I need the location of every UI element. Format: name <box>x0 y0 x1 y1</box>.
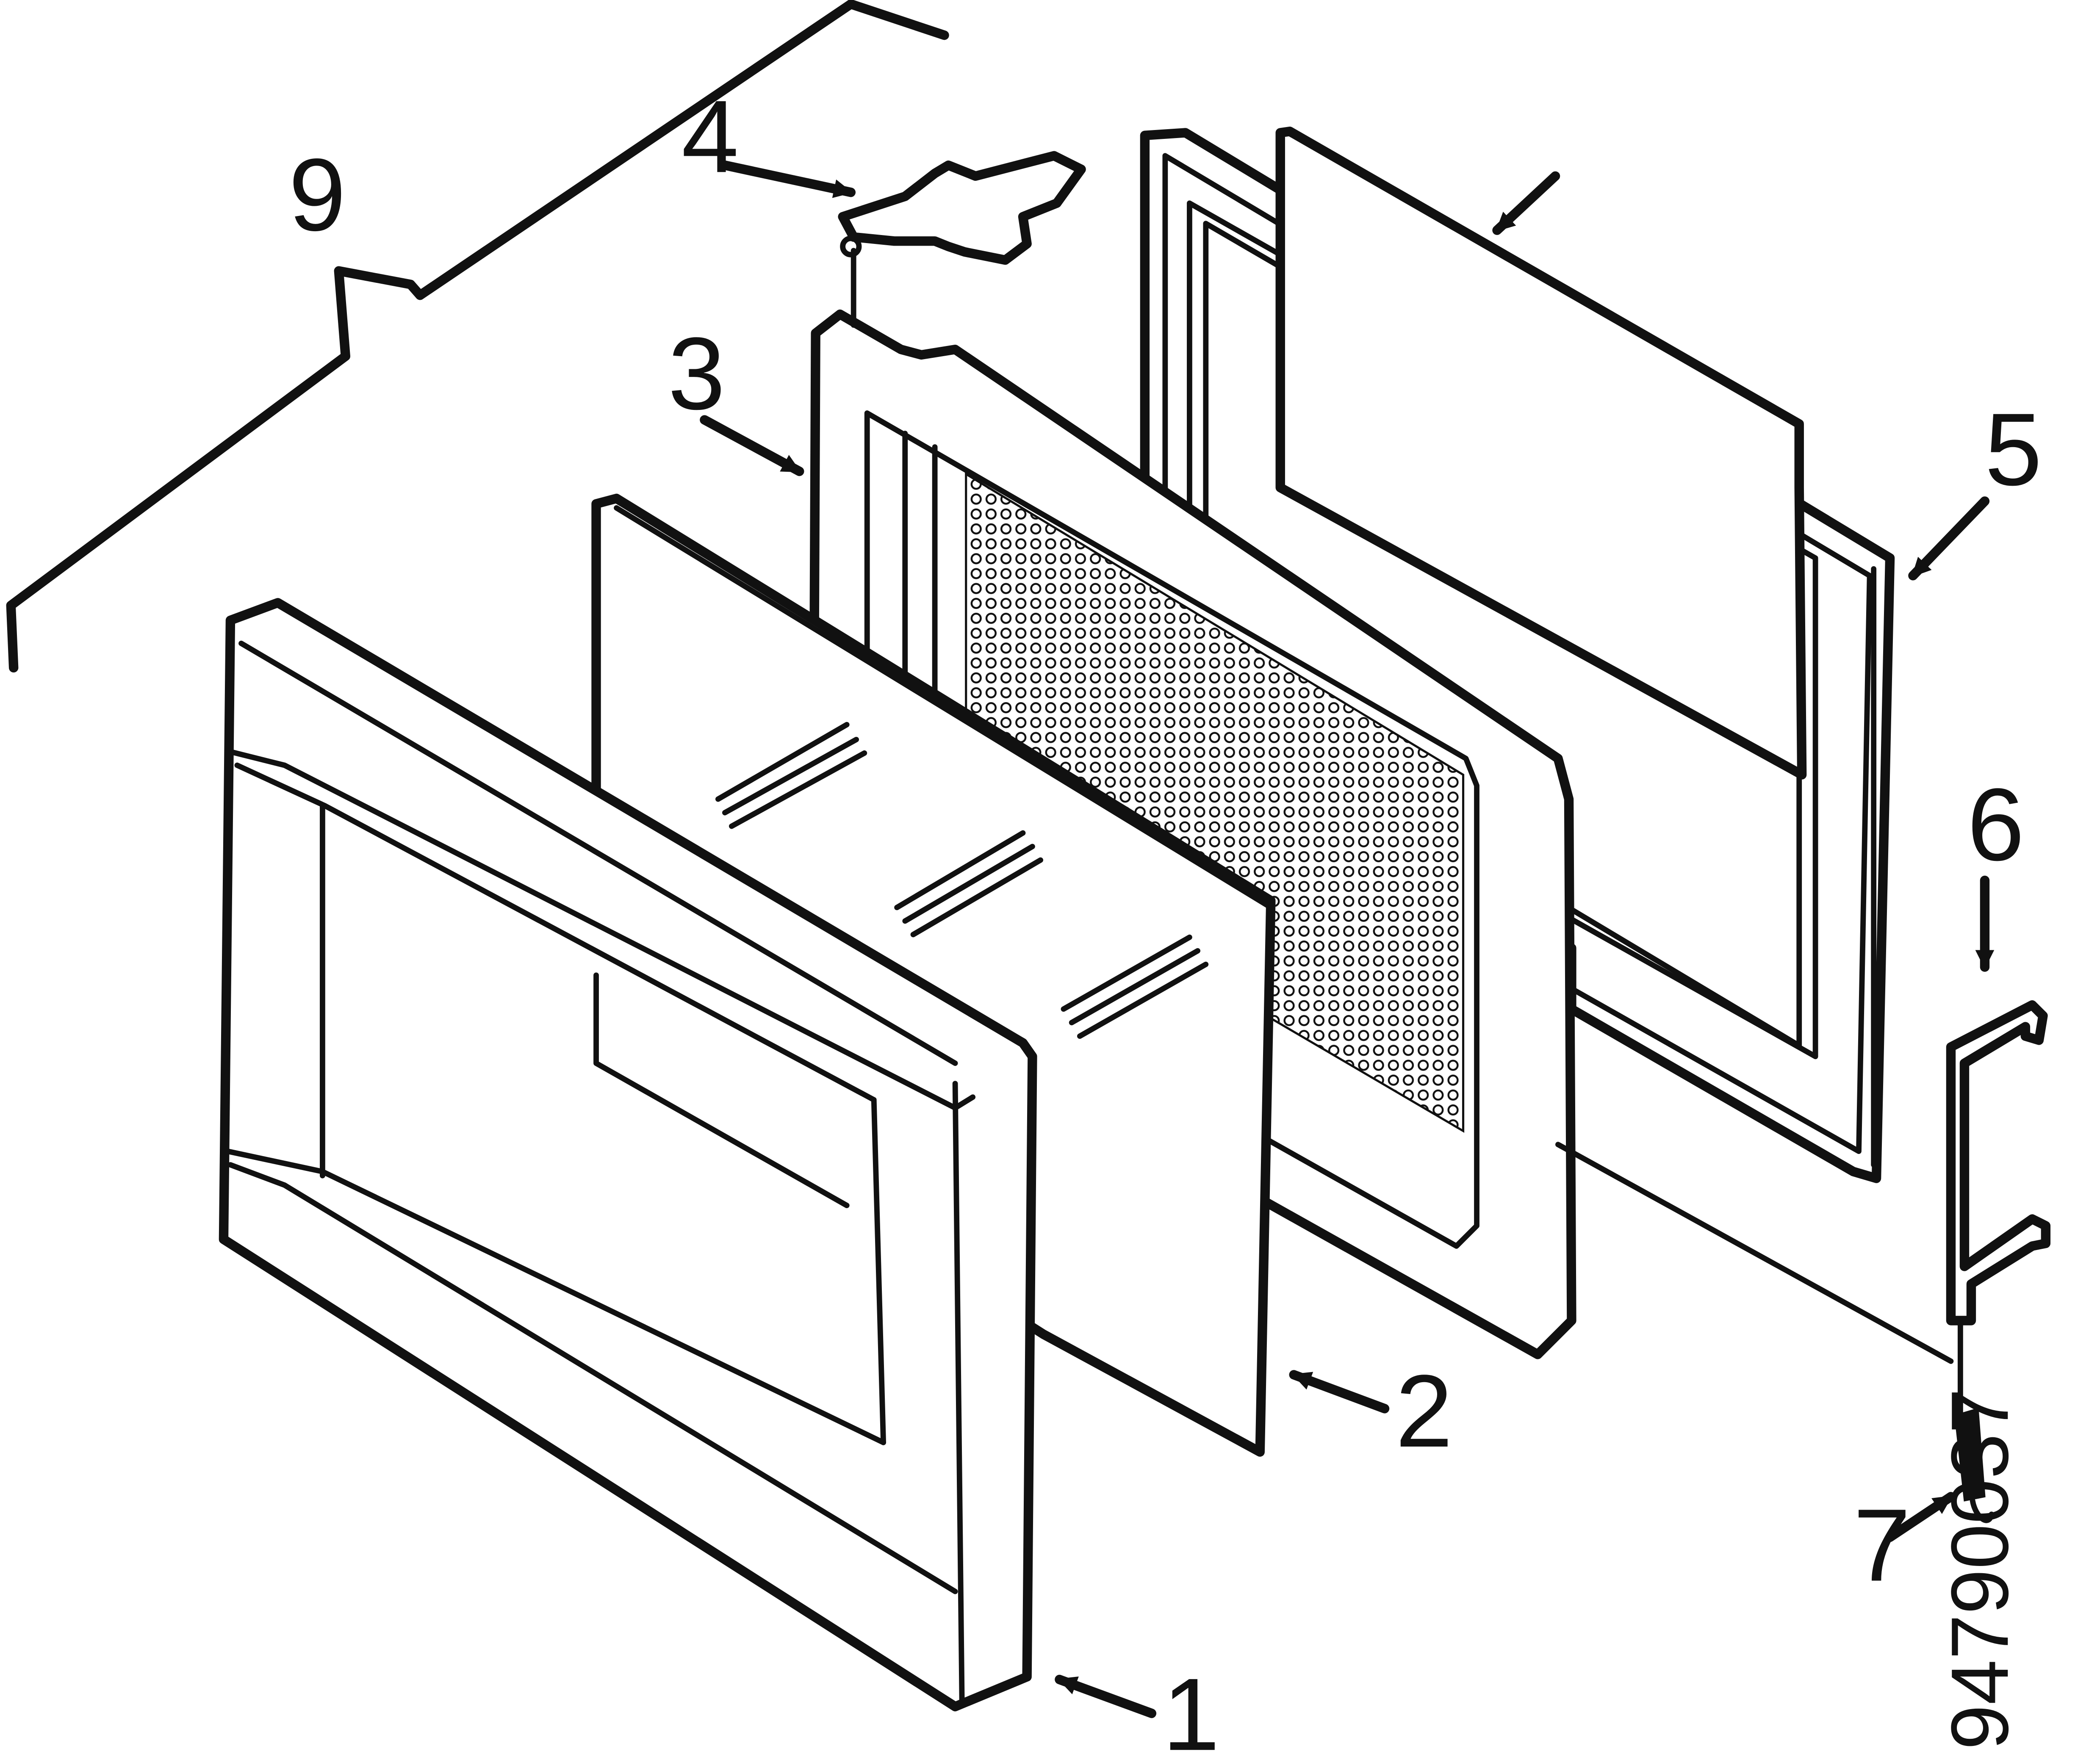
callout-4: 4 <box>682 79 739 194</box>
latch-spring <box>1954 1318 1995 1523</box>
leader-arrows <box>700 160 1995 1718</box>
callout-6: 6 <box>1967 767 2024 882</box>
window-gasket-sheet <box>1275 127 1807 780</box>
glass-panel <box>591 493 1276 1457</box>
door-outer-panel <box>219 598 1037 1712</box>
callout-1: 1 <box>1162 1657 1219 1754</box>
hinge-bracket <box>838 151 1086 328</box>
callout-5: 5 <box>1985 392 2042 507</box>
callout-9: 9 <box>288 137 346 252</box>
assembly-guide-line <box>1555 1142 1954 1364</box>
callout-3: 3 <box>668 316 725 431</box>
document-number: 94790037 <box>1934 1389 2025 1750</box>
callout-7: 7 <box>1853 1488 1911 1603</box>
door-assembly-bracket <box>6 0 949 673</box>
latch-hook <box>1946 1000 2051 1325</box>
callout-2: 2 <box>1396 1353 1453 1469</box>
